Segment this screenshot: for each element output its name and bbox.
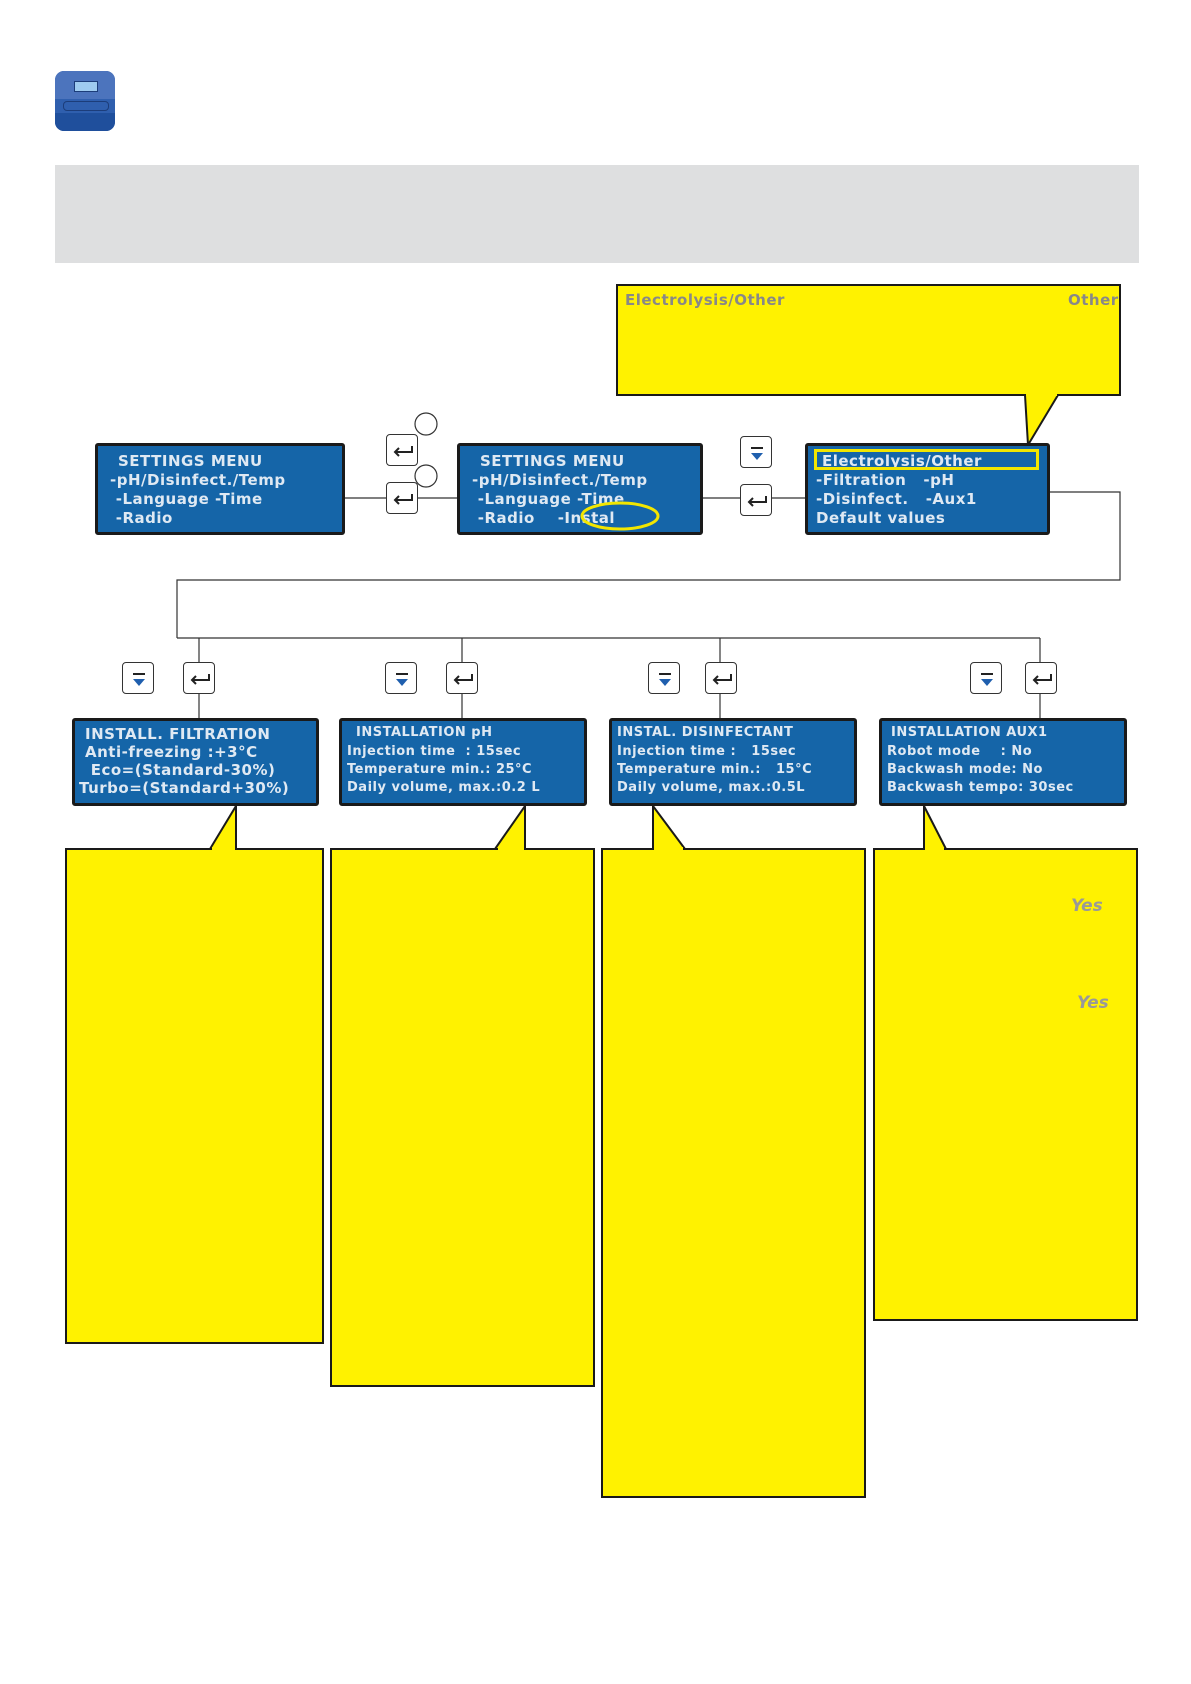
- lcd-line: Robot mode : No: [887, 744, 1033, 759]
- enter-key-icon[interactable]: [386, 482, 418, 514]
- lcd-line: -Radio: [110, 509, 173, 527]
- callout-aux1: [873, 848, 1138, 1321]
- down-key-icon[interactable]: [385, 662, 417, 694]
- lcd-install-ph: INSTALLATION pH Injection time : 15sec T…: [339, 718, 587, 806]
- down-key-icon[interactable]: [648, 662, 680, 694]
- enter-key-icon[interactable]: [386, 434, 418, 466]
- lcd-line: SETTINGS MENU: [480, 452, 625, 470]
- enter-key-icon[interactable]: [183, 662, 215, 694]
- header-band: [55, 165, 1139, 263]
- lcd-line: Backwash mode: No: [887, 762, 1043, 777]
- enter-key-icon[interactable]: [446, 662, 478, 694]
- lcd-line: Eco=(Standard-30%): [85, 761, 276, 779]
- lcd-install-menu: Electrolysis/Other -Filtration -pH -Disi…: [805, 443, 1050, 535]
- aux1-yes-label: Yes: [1071, 896, 1103, 916]
- lcd-line: Default values: [816, 509, 946, 527]
- callout-top-note: [616, 284, 1121, 396]
- enter-key-icon[interactable]: [705, 662, 737, 694]
- aux1-yes-label: Yes: [1077, 993, 1109, 1013]
- down-key-icon[interactable]: [970, 662, 1002, 694]
- lcd-line: -Radio -Instal: [472, 509, 616, 527]
- lcd-line: Backwash tempo: 30sec: [887, 780, 1074, 795]
- lcd-line: Daily volume, max.:0.5L: [617, 780, 806, 795]
- device-icon: [55, 71, 115, 131]
- lcd-line: INSTALLATION AUX1: [891, 725, 1048, 740]
- top-note-label-left: Electrolysis/Other: [625, 291, 785, 309]
- lcd-line: Turbo=(Standard+30%): [79, 779, 290, 797]
- lcd-line: Daily volume, max.:0.2 L: [347, 780, 541, 795]
- lcd-line: -pH/Disinfect./Temp: [472, 471, 648, 489]
- lcd-line: Anti-freezing :+3°C: [85, 743, 258, 761]
- lcd-line: -Language -Time: [110, 490, 263, 508]
- lcd-line: Temperature min.: 15°C: [617, 762, 813, 777]
- lcd-line: SETTINGS MENU: [118, 452, 263, 470]
- lcd-line: Temperature min.: 25°C: [347, 762, 533, 777]
- enter-key-icon[interactable]: [1025, 662, 1057, 694]
- lcd-install-filtration: INSTALL. FILTRATION Anti-freezing :+3°C …: [72, 718, 319, 806]
- lcd-install-disinfectant: INSTAL. DISINFECTANT Injection time : 15…: [609, 718, 857, 806]
- lcd-line: -Filtration -pH: [816, 471, 955, 489]
- top-note-label-right: Other: [1068, 291, 1119, 309]
- lcd-settings-menu-instal: SETTINGS MENU -pH/Disinfect./Temp -Langu…: [457, 443, 703, 535]
- down-key-icon[interactable]: [740, 436, 772, 468]
- lcd-line: INSTAL. DISINFECTANT: [617, 725, 794, 740]
- callout-ph: [330, 848, 595, 1387]
- lcd-install-aux1: INSTALLATION AUX1 Robot mode : No Backwa…: [879, 718, 1127, 806]
- lcd-line: INSTALLATION pH: [356, 725, 493, 740]
- lcd-line: -Disinfect. -Aux1: [816, 490, 977, 508]
- enter-key-icon[interactable]: [740, 484, 772, 516]
- electrolysis-highlight-box: [814, 449, 1039, 470]
- lcd-line: INSTALL. FILTRATION: [85, 725, 271, 743]
- lcd-line: Electrolysis/Other: [822, 452, 982, 470]
- lcd-line: Injection time : 15sec: [617, 744, 797, 759]
- lcd-line: Injection time : 15sec: [347, 744, 522, 759]
- callout-filtration: [65, 848, 324, 1344]
- callout-disinfectant: [601, 848, 866, 1498]
- lcd-settings-menu: SETTINGS MENU -pH/Disinfect./Temp -Langu…: [95, 443, 345, 535]
- down-key-icon[interactable]: [122, 662, 154, 694]
- lcd-line: -pH/Disinfect./Temp: [110, 471, 286, 489]
